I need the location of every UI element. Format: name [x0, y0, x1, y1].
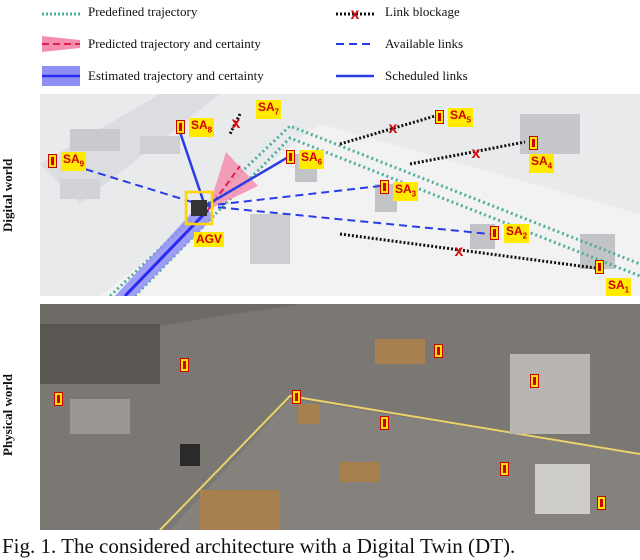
- agv-body: [191, 200, 207, 216]
- sa6-label: SA6: [299, 150, 324, 169]
- legend-estimated: Estimated trajectory and certainty: [88, 68, 264, 84]
- agv-physical: [180, 444, 200, 466]
- sensor-icon: [597, 496, 606, 510]
- sensor-icon: [530, 374, 539, 388]
- sensor-icon: [48, 154, 57, 168]
- table: [60, 179, 100, 199]
- legend-predicted: Predicted trajectory and certainty: [88, 36, 261, 52]
- sa5-label: SA5: [448, 108, 473, 127]
- pallet-stack: [298, 404, 320, 424]
- blockage-x-icon: x: [472, 145, 481, 162]
- pallet-stack: [200, 490, 280, 530]
- desk-area: [70, 399, 130, 434]
- legend-predefined: Predefined trajectory: [88, 4, 197, 20]
- sensor-icon: [529, 136, 538, 150]
- legend-scheduled: Scheduled links: [385, 68, 468, 84]
- physical-world-panel: [40, 304, 640, 530]
- digital-scene: x x x x: [40, 94, 640, 296]
- blocked-link-sa4: [410, 142, 525, 164]
- machine: [535, 464, 590, 514]
- digital-world-panel: x x x x SA1 SA2 SA3 SA4 SA5 SA6 SA7 SA8 …: [40, 94, 640, 296]
- blockage-x-icon: x: [389, 120, 398, 137]
- agv-label: AGV: [194, 232, 224, 247]
- physical-scene: [40, 304, 640, 530]
- rack: [70, 129, 120, 151]
- blockage-x-icon: x: [455, 243, 464, 260]
- sensor-icon: [180, 358, 189, 372]
- sensor-icon: [434, 344, 443, 358]
- sensor-icon: [176, 120, 185, 134]
- sensor-icon: [380, 416, 389, 430]
- rack: [140, 136, 180, 154]
- legend-available: Available links: [385, 36, 463, 52]
- sensor-icon: [595, 260, 604, 274]
- machine: [510, 354, 590, 434]
- sa8-label: SA8: [189, 118, 214, 137]
- sensor-icon: [286, 150, 295, 164]
- digital-world-label: Digital world: [0, 110, 34, 280]
- physical-world-label: Physical world: [0, 320, 34, 510]
- sa2-label: SA2: [504, 224, 529, 243]
- sa1-label: SA1: [606, 278, 631, 296]
- wall: [40, 324, 160, 384]
- sa4-label: SA4: [529, 154, 554, 173]
- shelf: [250, 214, 290, 264]
- scheduled-link-sa8: [180, 132, 205, 206]
- blockage-x-icon: x: [351, 6, 360, 23]
- pallet-stack: [340, 462, 380, 482]
- sa9-label: SA9: [61, 152, 86, 171]
- blockage-x-icon: x: [232, 115, 241, 132]
- sensor-icon: [490, 226, 499, 240]
- legend: x Predefined trajectory Predicted trajec…: [0, 0, 640, 92]
- figure-caption: Fig. 1. The considered architecture with…: [2, 534, 515, 559]
- sensor-icon: [500, 462, 509, 476]
- sensor-icon: [435, 110, 444, 124]
- sensor-icon: [54, 392, 63, 406]
- sensor-icon: [292, 390, 301, 404]
- sa3-label: SA3: [393, 182, 418, 201]
- legend-blockage: Link blockage: [385, 4, 460, 20]
- sa7-label: SA7: [256, 100, 281, 119]
- sensor-icon: [380, 180, 389, 194]
- pallet-stack: [375, 339, 425, 364]
